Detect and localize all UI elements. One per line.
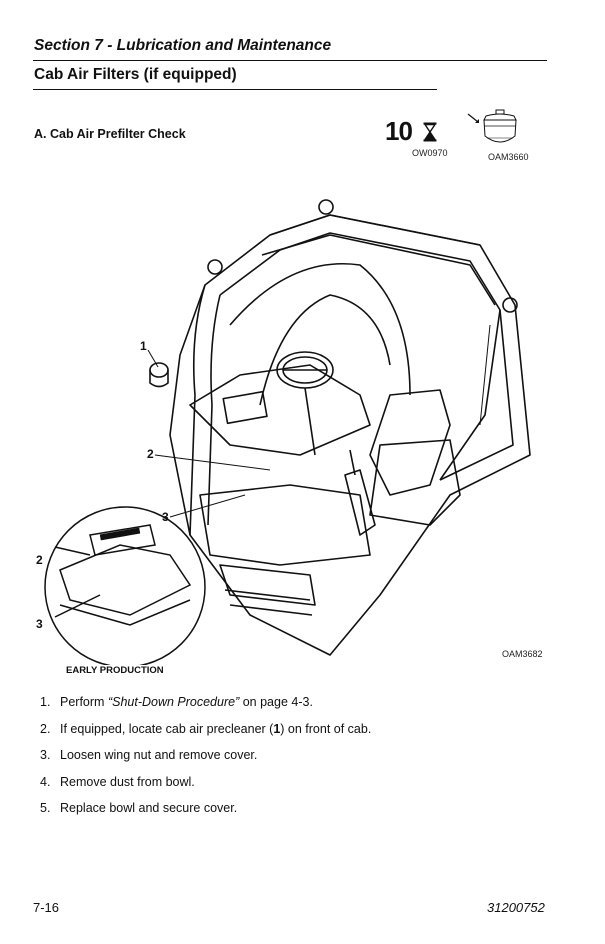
callout-2-inset: 2 <box>36 553 43 567</box>
cab-diagram <box>44 199 531 665</box>
interval-value: 10 <box>385 116 413 146</box>
step-number: 5. <box>40 801 51 815</box>
step-text: Remove dust from bowl. <box>60 774 195 789</box>
step-text: on page 4-3. <box>239 695 313 709</box>
step-item: 3. Loosen wing nut and remove cover. <box>40 748 371 775</box>
step-text: Loosen wing nut and remove cover. <box>60 748 258 762</box>
step-item: 1. Perform “Shut-Down Procedure” on page … <box>40 695 371 722</box>
step-text: ) on front of cab. <box>280 721 372 736</box>
procedure-steps: 1. Perform “Shut-Down Procedure” on page … <box>40 695 371 828</box>
callout-3: 3 <box>162 510 169 524</box>
callout-1: 1 <box>140 339 147 353</box>
step-text: Perform <box>60 695 108 709</box>
step-number: 4. <box>40 774 51 789</box>
step-text: If equipped, locate cab air precleaner ( <box>60 721 274 736</box>
header-rule <box>33 60 547 61</box>
interval-code: OW0970 <box>412 148 448 158</box>
step-callout-ref: 1 <box>273 721 281 736</box>
section-title: Section 7 - Lubrication and Maintenance <box>34 37 332 54</box>
callout-2: 2 <box>147 447 154 461</box>
step-text: Replace bowl and secure cover. <box>60 801 238 815</box>
step-item: 5. Replace bowl and secure cover. <box>40 801 371 828</box>
step-item: 4. Remove dust from bowl. <box>40 775 371 802</box>
figure-code: OAM3682 <box>502 649 543 659</box>
hourglass-icon <box>423 122 437 142</box>
subtitle-rule <box>33 89 437 90</box>
document-number: 31200752 <box>487 900 545 915</box>
step-reference: “Shut-Down Procedure” <box>107 695 240 709</box>
step-number: 3. <box>40 748 51 762</box>
precleaner-icon <box>467 109 517 143</box>
step-number: 1. <box>40 695 51 709</box>
step-number: 2. <box>40 721 51 736</box>
step-item: 2. If equipped, locate cab air precleaner… <box>40 722 371 749</box>
callout-3-inset: 3 <box>36 617 43 631</box>
inset-label: EARLY PRODUCTION <box>66 665 164 676</box>
step-heading: A. Cab Air Prefilter Check <box>34 127 186 141</box>
page-subtitle: Cab Air Filters (if equipped) <box>34 66 237 83</box>
page-number: 7-16 <box>33 900 60 915</box>
precleaner-code: OAM3660 <box>488 152 529 162</box>
